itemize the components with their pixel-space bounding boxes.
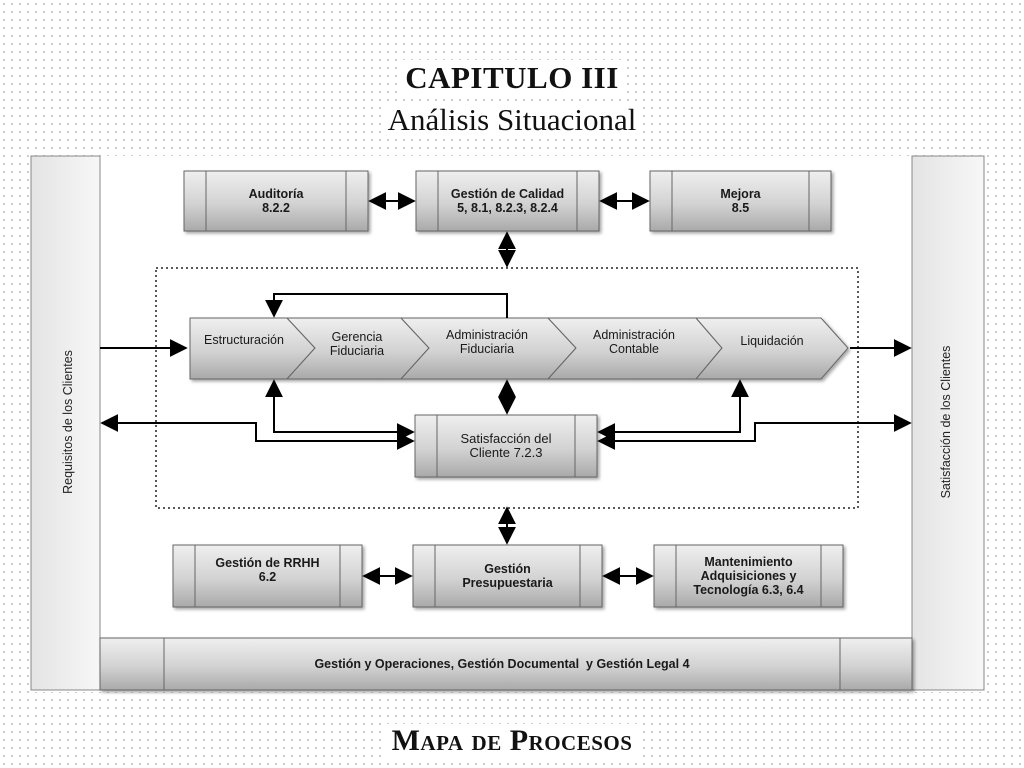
client-satisfaction-label: Satisfacción de los Clientes	[939, 345, 953, 499]
auditoria-label: Auditoría 8.2.2	[206, 171, 346, 231]
satisfaccion-label: Satisfacción del Cliente 7.2.3	[437, 415, 575, 477]
chapter-subtitle: Análisis Situacional	[0, 102, 1024, 138]
bottom-box-presupuestaria	[412, 544, 603, 608]
gestion-calidad-label: Gestión de Calidad 5, 8.1, 8.2.3, 8.2.4	[438, 171, 577, 231]
rrhh-line1: Gestión de RRHH	[215, 556, 320, 570]
gerencia-line1: Gerencia	[331, 330, 383, 344]
admin-contable-line2: Contable	[608, 342, 660, 356]
client-requirements-label: Requisitos de los Clientes	[61, 350, 75, 494]
arrow-client-right	[597, 414, 912, 450]
bottom-box-mantenimiento	[653, 544, 844, 608]
presupuestaria-line2: Presupuestaria	[462, 576, 553, 590]
top-box-auditoria	[183, 170, 369, 232]
admin-contable-label: Administración Contable	[566, 318, 702, 366]
estructuracion-label: Estructuración	[192, 318, 296, 362]
gerencia-line2: Fiduciaria	[329, 344, 385, 358]
arrow-client-left	[100, 414, 415, 450]
presupuestaria-label: Gestión Presupuestaria	[435, 545, 580, 607]
center-box-satisfaccion	[414, 414, 598, 478]
presupuestaria-line1: Gestión	[484, 562, 531, 576]
mejora-line2: 8.5	[731, 201, 750, 215]
estructuracion-line1: Estructuración	[204, 333, 284, 347]
auditoria-line1: Auditoría	[248, 187, 304, 201]
diagram-caption: Mapa de Procesos	[0, 724, 1024, 758]
mantenimiento-label: Mantenimiento Adquisiciones y Tecnología…	[672, 545, 825, 607]
admin-fiduciaria-label: Administración Fiduciaria	[420, 318, 554, 366]
process-chain	[189, 317, 849, 380]
right-column	[911, 155, 985, 691]
chapter-subtitle-text: Análisis Situacional	[381, 102, 643, 137]
arrow-feedback-loop	[265, 293, 508, 318]
chapter-title-text: CAPITULO III	[399, 60, 625, 95]
liquidacion-label: Liquidación	[712, 318, 832, 364]
gestion-calidad-line2: 5, 8.1, 8.2.3, 8.2.4	[457, 201, 558, 215]
mejora-line1: Mejora	[720, 187, 761, 201]
bottom-box-rrhh	[172, 544, 363, 608]
base-bar-text: Gestión y Operaciones, Gestión Documenta…	[314, 657, 690, 671]
gestion-calidad-line1: Gestión de Calidad	[450, 187, 565, 201]
mantenimiento-line2: Adquisiciones y	[700, 569, 797, 583]
satisfaccion-line2: Cliente 7.2.3	[469, 445, 543, 460]
base-bar	[99, 637, 913, 691]
admin-fiduciaria-line1: Administración	[446, 328, 528, 342]
liquidacion-line1: Liquidación	[740, 334, 804, 348]
connector-arrows	[100, 192, 912, 585]
rrhh-label: Gestión de RRHH 6.2	[195, 548, 340, 600]
rrhh-line2: 6.2	[258, 570, 277, 584]
mantenimiento-line3: Tecnología 6.3, 6.4	[693, 583, 804, 597]
process-boundary	[155, 267, 859, 509]
top-box-gestion-calidad	[415, 170, 600, 232]
satisfaccion-line1: Satisfacción del	[460, 431, 552, 446]
mejora-label: Mejora 8.5	[672, 171, 809, 231]
left-column	[30, 155, 101, 691]
auditoria-line2: 8.2.2	[262, 201, 290, 215]
admin-contable-line1: Administración	[593, 328, 675, 342]
admin-fiduciaria-line2: Fiduciaria	[459, 342, 515, 356]
chapter-title: CAPITULO III	[0, 60, 1024, 96]
diagram-caption-text: Mapa de Procesos	[385, 724, 639, 757]
mantenimiento-line1: Mantenimiento	[704, 555, 793, 569]
base-bar-label: Gestión y Operaciones, Gestión Documenta…	[164, 638, 840, 690]
top-box-mejora	[649, 170, 832, 232]
chain-step-liquidacion	[694, 317, 849, 380]
gerencia-fiduciaria-label: Gerencia Fiduciaria	[305, 318, 409, 370]
